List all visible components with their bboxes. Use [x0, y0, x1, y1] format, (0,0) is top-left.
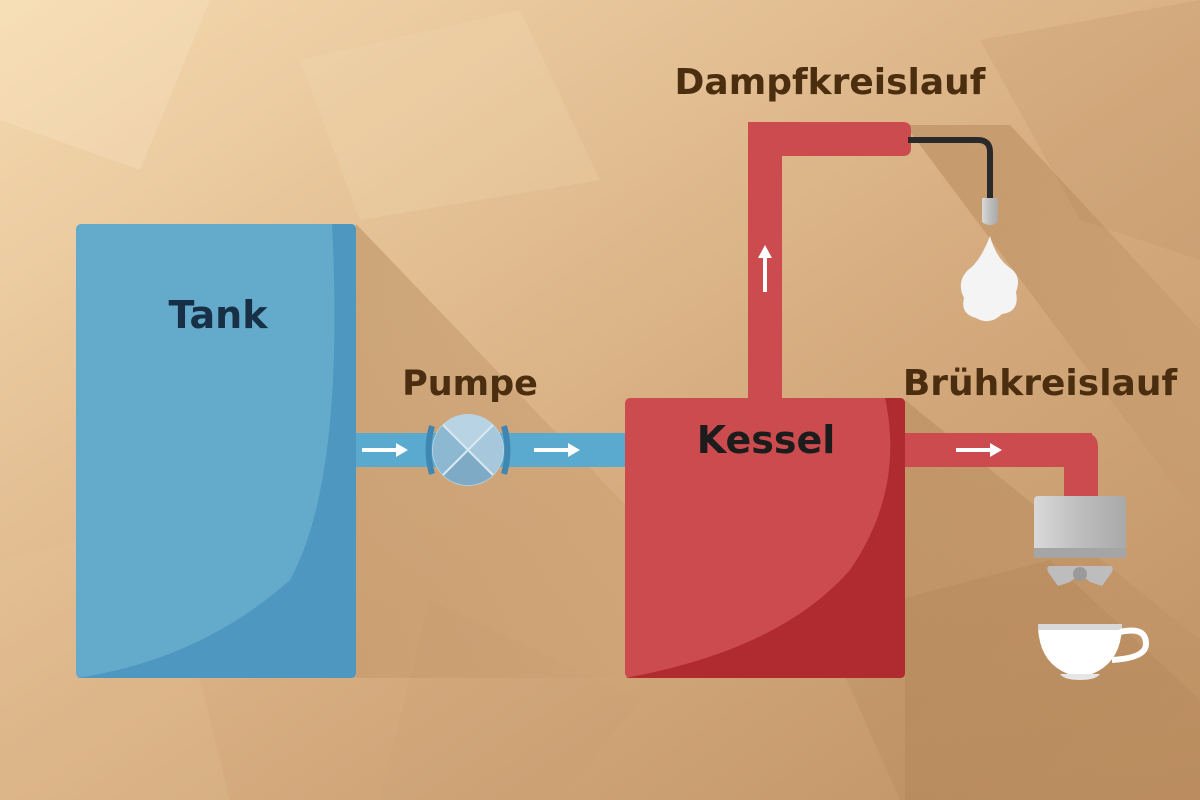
brew-group-icon — [1034, 496, 1126, 586]
flow-arrow-icon — [362, 443, 408, 457]
steam-cloud-icon — [960, 236, 1018, 322]
steam-circuit-label: Dampfkreislauf — [675, 62, 986, 103]
boiler-label: Kessel — [697, 418, 836, 462]
flow-arrow-icon — [534, 443, 580, 457]
brew-circuit-label: Brühkreislauf — [903, 363, 1178, 404]
coffee-cup-icon — [1038, 624, 1150, 680]
flow-arrow-icon — [956, 443, 1002, 457]
flow-arrow-icon — [758, 245, 772, 292]
steam-wand-icon — [908, 137, 998, 225]
steam-pipe — [748, 122, 911, 404]
boiler — [625, 398, 905, 678]
pump-label: Pumpe — [402, 364, 538, 404]
tank — [76, 224, 356, 678]
pump-valve-icon — [425, 414, 511, 486]
tank-label: Tank — [169, 293, 269, 337]
